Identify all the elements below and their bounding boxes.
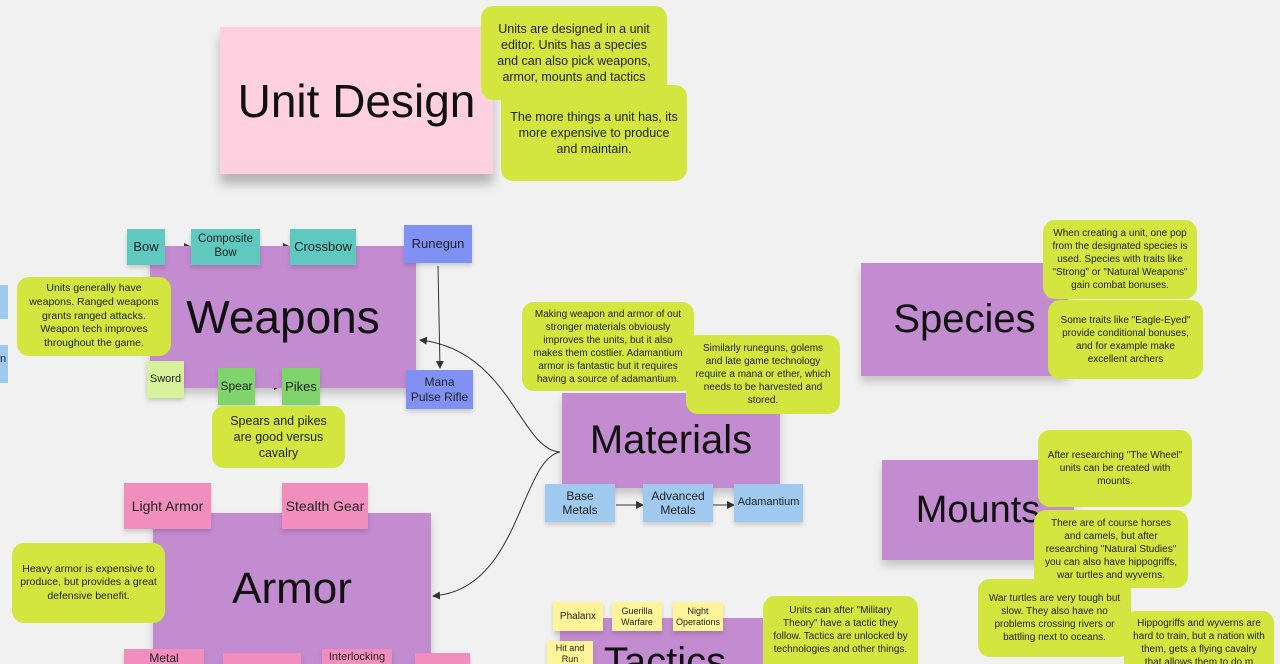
composite-bow-note[interactable]: Composite Bow <box>191 229 260 265</box>
connector-materials-armor <box>432 451 561 600</box>
tactics-note-text: Units can after "Military Theory" have a… <box>773 605 908 655</box>
species-card[interactable]: Species <box>861 263 1068 376</box>
materials-note-2-text: Similarly runeguns, golems and late game… <box>695 343 831 406</box>
weapons-note-general[interactable]: Units generally have weapons. Ranged wea… <box>17 277 171 356</box>
mounts-note-2[interactable]: There are of course horses and camels, b… <box>1034 510 1188 588</box>
mounts-note-1-text: After researching "The Wheel" units can … <box>1047 450 1183 487</box>
spear-note[interactable]: Spear <box>218 368 255 405</box>
materials-note-2[interactable]: Similarly runeguns, golems and late game… <box>686 335 840 414</box>
materials-note-1[interactable]: Making weapon and armor of out stronger … <box>522 302 694 391</box>
mana-pulse-rifle-note[interactable]: Mana Pulse Rifle <box>406 370 473 409</box>
phalanx-label: Phalanx <box>559 610 597 622</box>
advanced-metals-note[interactable]: Advanced Metals <box>643 484 713 522</box>
mounts-note-3-text: War turtles are very tough but slow. The… <box>988 593 1121 643</box>
species-title: Species <box>893 297 1036 341</box>
mounts-note-3[interactable]: War turtles are very tough but slow. The… <box>978 579 1131 657</box>
connector-runegun-rifle <box>435 265 444 369</box>
sword-label: Sword <box>149 372 182 385</box>
edge-fragment-text: n <box>0 353 7 365</box>
armor-note[interactable]: Heavy armor is expensive to produce, but… <box>12 543 165 623</box>
runegun-note[interactable]: Runegun <box>404 225 472 263</box>
weapons-card[interactable]: Weapons <box>150 246 416 388</box>
species-note-2[interactable]: Some traits like "Eagle-Eyed" provide co… <box>1048 300 1203 379</box>
species-note-1-text: When creating a unit, one pop from the d… <box>1052 228 1188 291</box>
guerilla-warfare-note[interactable]: Guerilla Warfare <box>612 602 662 631</box>
bow-note[interactable]: Bow <box>127 229 165 265</box>
light-armor-note[interactable]: Light Armor <box>124 483 211 529</box>
metal-armor-note[interactable]: Metal <box>124 649 204 664</box>
armor-tile-partial[interactable] <box>223 653 301 664</box>
weapons-note-general-text: Units generally have weapons. Ranged wea… <box>29 282 159 349</box>
crossbow-label: Crossbow <box>294 239 352 255</box>
materials-card[interactable]: Materials <box>562 393 780 488</box>
stealth-gear-note[interactable]: Stealth Gear <box>282 483 368 529</box>
adamantium-note[interactable]: Adamantium <box>734 484 803 522</box>
guerilla-warfare-label: Guerilla Warfare <box>621 605 653 627</box>
tactics-note[interactable]: Units can after "Military Theory" have a… <box>763 596 918 664</box>
night-operations-note[interactable]: Night Operations <box>673 602 723 631</box>
unit-design-note-1-text: Units are designed in a unit editor. Uni… <box>497 21 651 85</box>
adamantium-label: Adamantium <box>737 496 800 509</box>
materials-note-1-text: Making weapon and armor of out stronger … <box>533 308 683 385</box>
mounts-note-4-text: Hippogriffs and wyverns are hard to trai… <box>1133 618 1265 664</box>
phalanx-note[interactable]: Phalanx <box>553 602 603 631</box>
armor-note-text: Heavy armor is expensive to produce, but… <box>20 562 157 602</box>
unit-design-note-2[interactable]: The more things a unit has, its more exp… <box>501 85 687 181</box>
runegun-label: Runegun <box>411 236 465 252</box>
mounts-note-4[interactable]: Hippogriffs and wyverns are hard to trai… <box>1124 611 1274 664</box>
mounts-title: Mounts <box>915 488 1041 531</box>
unit-design-card[interactable]: Unit Design <box>220 27 493 174</box>
offscreen-note-fragment-2[interactable]: n <box>0 345 8 383</box>
spear-label: Spear <box>220 379 253 394</box>
unit-design-title: Unit Design <box>237 74 476 127</box>
mana-pulse-rifle-label: Mana Pulse Rifle <box>410 375 469 404</box>
unit-design-note-2-text: The more things a unit has, its more exp… <box>510 109 678 157</box>
metal-armor-label: Metal <box>149 651 179 664</box>
pikes-note[interactable]: Pikes <box>282 368 320 405</box>
base-metals-note[interactable]: Base Metals <box>545 484 615 522</box>
sword-note[interactable]: Sword <box>147 361 184 398</box>
weapons-note-spears-text: Spears and pikes are good versus cavalry <box>230 413 327 461</box>
offscreen-note-fragment[interactable] <box>0 285 8 319</box>
unit-design-note-1[interactable]: Units are designed in a unit editor. Uni… <box>481 6 667 100</box>
interlocking-note[interactable]: Interlocking <box>322 649 392 664</box>
species-note-1[interactable]: When creating a unit, one pop from the d… <box>1043 220 1197 299</box>
weapons-title: Weapons <box>186 291 380 343</box>
connector-materials-weapons <box>419 336 561 453</box>
composite-bow-label: Composite Bow <box>198 233 253 259</box>
mounts-note-1[interactable]: After researching "The Wheel" units can … <box>1038 430 1192 507</box>
stealth-gear-label: Stealth Gear <box>285 497 365 514</box>
base-metals-label: Base Metals <box>562 488 598 517</box>
materials-title: Materials <box>589 418 753 462</box>
crossbow-note[interactable]: Crossbow <box>290 229 356 265</box>
pikes-label: Pikes <box>285 378 317 394</box>
bow-label: Bow <box>133 239 159 255</box>
interlocking-label: Interlocking <box>328 651 386 663</box>
light-armor-label: Light Armor <box>131 497 204 514</box>
tactics-title: Tactics <box>603 640 727 664</box>
weapons-note-spears[interactable]: Spears and pikes are good versus cavalry <box>212 406 345 468</box>
hit-and-run-label: Hit and Run <box>555 642 585 664</box>
armor-tile-partial-2[interactable] <box>415 653 470 664</box>
armor-title: Armor <box>232 563 352 613</box>
hit-and-run-note[interactable]: Hit and Run <box>547 641 593 664</box>
advanced-metals-label: Advanced Metals <box>651 488 705 517</box>
night-operations-label: Night Operations <box>675 605 721 627</box>
species-note-2-text: Some traits like "Eagle-Eyed" provide co… <box>1060 314 1191 365</box>
mounts-note-2-text: There are of course horses and camels, b… <box>1044 517 1178 581</box>
armor-card[interactable]: Armor <box>153 513 431 664</box>
